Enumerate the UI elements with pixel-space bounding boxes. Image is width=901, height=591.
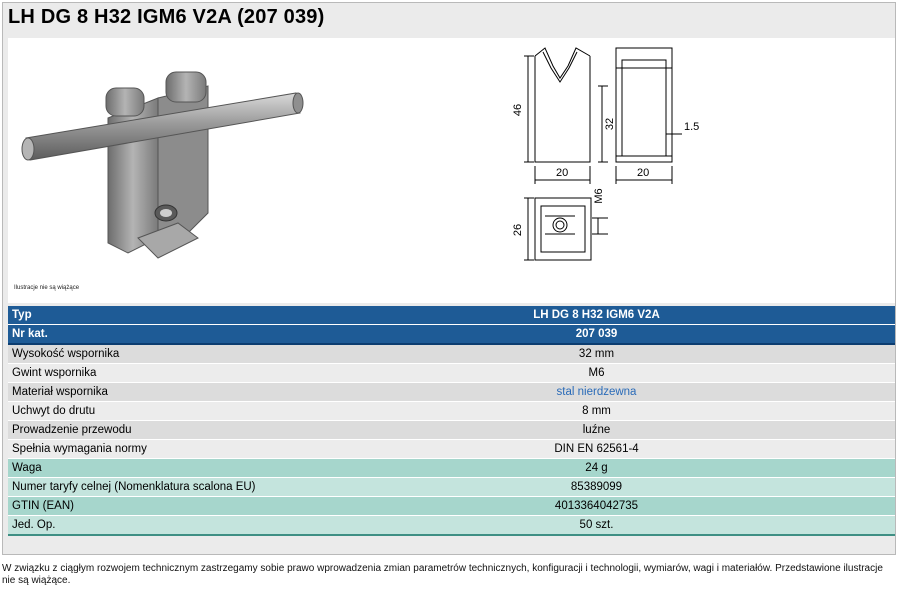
row-value: DIN EN 62561-4: [298, 439, 895, 459]
row-label: Materiał wspornika: [8, 382, 298, 402]
spec-table: Typ LH DG 8 H32 IGM6 V2A Nr kat. 207 039…: [8, 306, 895, 536]
illustration-disclaimer: Ilustracje nie są wiążące: [14, 285, 80, 291]
table-row: Jed. Op. 50 szt.: [8, 515, 895, 536]
table-row: Uchwyt do drutu 8 mm: [8, 401, 895, 421]
row-value: 8 mm: [298, 401, 895, 421]
table-row: Numer taryfy celnej (Nomenklatura scalon…: [8, 477, 895, 497]
table-row: Waga 24 g: [8, 458, 895, 478]
row-value: 85389099: [298, 477, 895, 497]
row-label: Numer taryfy celnej (Nomenklatura scalon…: [8, 477, 298, 497]
dim-46-label: 46: [512, 104, 524, 116]
row-value: M6: [298, 363, 895, 383]
dim-1-5-label: 1.5: [684, 121, 699, 133]
type-label: Typ: [8, 306, 298, 325]
table-row: Wysokość wspornika 32 mm: [8, 344, 895, 364]
row-value: 50 szt.: [298, 515, 895, 536]
technical-drawing: 46 32 1.5 20 20 M6 26: [512, 47, 699, 261]
spec-header-catalog: Nr kat. 207 039: [8, 324, 895, 345]
row-label: Gwint wspornika: [8, 363, 298, 383]
row-label: Spełnia wymagania normy: [8, 439, 298, 459]
row-value: luźne: [298, 420, 895, 440]
spec-header-type: Typ LH DG 8 H32 IGM6 V2A: [8, 306, 895, 325]
row-label: Wysokość wspornika: [8, 344, 298, 364]
catalog-label: Nr kat.: [8, 324, 298, 345]
dim-26-label: 26: [512, 224, 524, 236]
row-label: Uchwyt do drutu: [8, 401, 298, 421]
row-value: 4013364042735: [298, 496, 895, 516]
row-label: GTIN (EAN): [8, 496, 298, 516]
table-row: GTIN (EAN) 4013364042735: [8, 496, 895, 516]
row-label: Prowadzenie przewodu: [8, 420, 298, 440]
table-row: Prowadzenie przewodu luźne: [8, 420, 895, 440]
catalog-value: 207 039: [298, 324, 895, 345]
dim-m6-label: M6: [593, 188, 605, 203]
product-title: LH DG 8 H32 IGM6 V2A (207 039): [8, 6, 325, 28]
row-value: 24 g: [298, 458, 895, 478]
legal-disclaimer: W związku z ciągłym rozwojem technicznym…: [2, 563, 883, 586]
product-photo: [21, 71, 304, 259]
row-label: Waga: [8, 458, 298, 478]
type-value: LH DG 8 H32 IGM6 V2A: [298, 306, 895, 325]
dim-20-left-label: 20: [556, 167, 568, 179]
table-row: Materiał wspornika stal nierdzewna: [8, 382, 895, 402]
table-row: Gwint wspornika M6: [8, 363, 895, 383]
row-label: Jed. Op.: [8, 515, 298, 536]
dim-20-right-label: 20: [637, 167, 649, 179]
product-visuals: Ilustracje nie są wiążące: [8, 38, 895, 303]
dim-32-label: 32: [604, 118, 616, 130]
material-link[interactable]: stal nierdzewna: [298, 382, 895, 402]
row-value: 32 mm: [298, 344, 895, 364]
table-row: Spełnia wymagania normy DIN EN 62561-4: [8, 439, 895, 459]
